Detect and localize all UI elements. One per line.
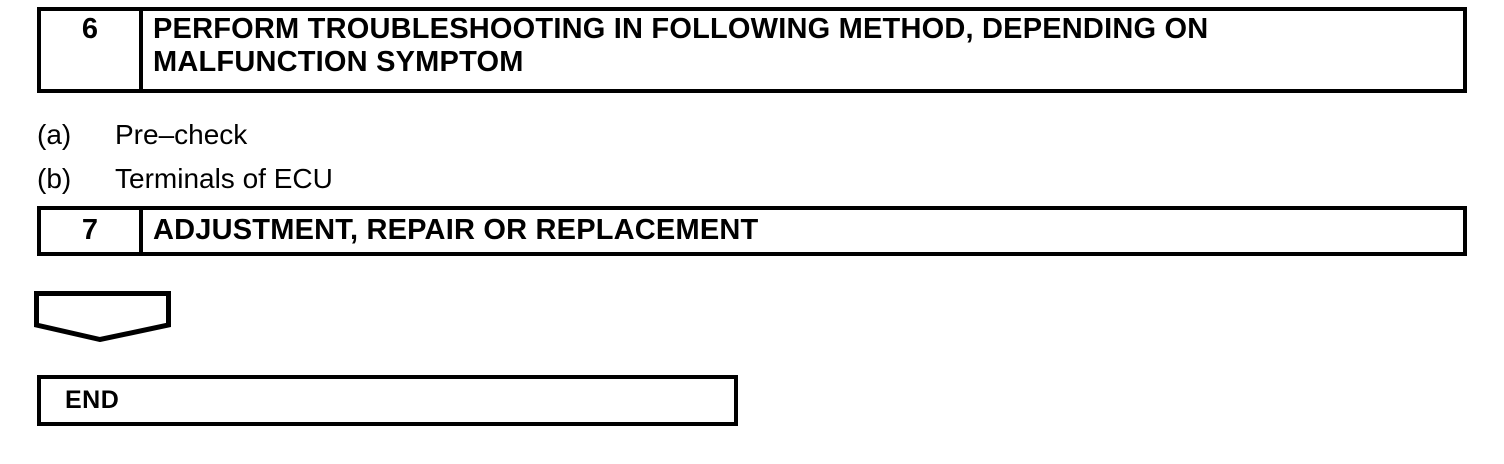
flow-continuation-pentagon-icon: [34, 291, 171, 342]
sub-item-b-text: Terminals of ECU: [115, 163, 333, 194]
end-terminal-box: END: [37, 375, 738, 426]
sub-item-b-label: (b): [37, 163, 72, 194]
sub-item-b: (b) Terminals of ECU: [37, 162, 333, 196]
sub-item-a-text: Pre–check: [115, 119, 248, 150]
sub-item-a: (a) Pre–check: [37, 118, 247, 152]
step-6-number: 6: [41, 11, 143, 89]
step-7-box: 7 ADJUSTMENT, REPAIR OR REPLACEMENT: [37, 206, 1467, 256]
end-label: END: [65, 386, 120, 414]
step-6-box: 6 PERFORM TROUBLESHOOTING IN FOLLOWING M…: [37, 7, 1467, 93]
sub-item-a-label: (a): [37, 119, 72, 150]
step-7-number: 7: [41, 210, 143, 252]
step-6-title: PERFORM TROUBLESHOOTING IN FOLLOWING MET…: [153, 13, 1209, 78]
step-7-title: ADJUSTMENT, REPAIR OR REPLACEMENT: [153, 214, 759, 246]
